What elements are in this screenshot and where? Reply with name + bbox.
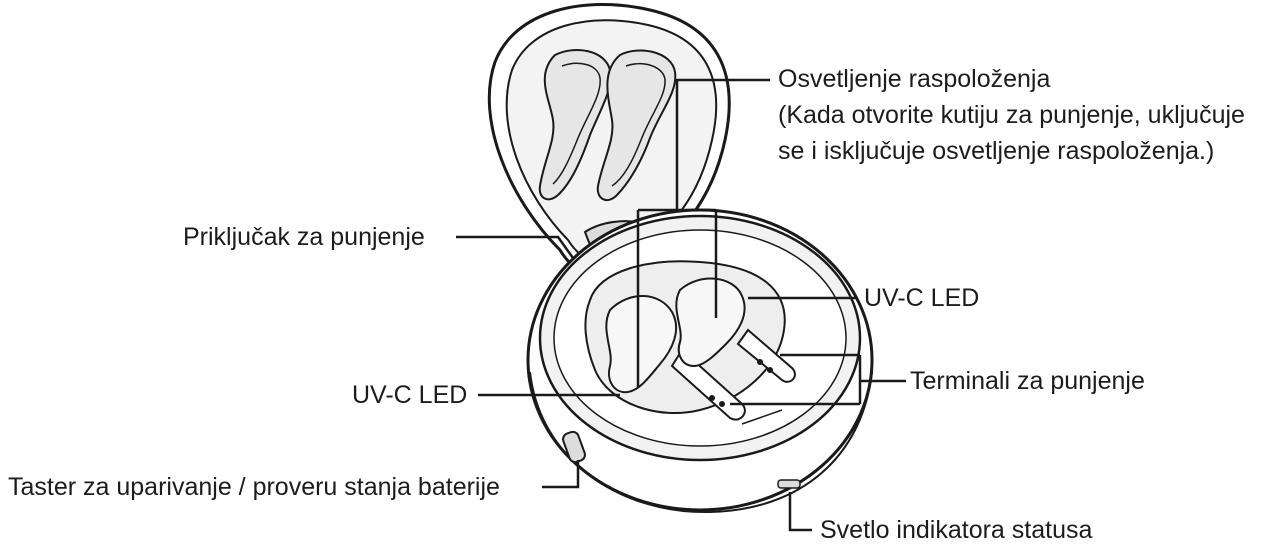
lid-earbud-cavity-right [596,49,677,201]
case-base [526,208,874,514]
lid-cavity-inner-left [552,62,601,185]
terminal-dot-1 [757,359,763,365]
label-status-indicator-light: Svetlo indikatora statusa [820,516,1093,544]
label-pairing-battery-button: Taster za uparivanje / proveru stanja ba… [8,473,500,501]
status-light-shape [777,479,801,489]
leader-charging-port [456,235,575,259]
case-logo-mark [741,409,783,425]
earbud-left [605,295,678,394]
callout-lines [456,78,906,532]
label-uvc-led-right: UV-C LED [864,284,980,312]
leader-mood-light [636,78,770,388]
terminal-dot-2 [767,367,773,373]
label-mood-light-title: Osvetljenje raspoloženja [778,65,1051,93]
base-bottom-edge [529,371,873,514]
label-mood-light-note-1: (Kada otvorite kutiju za punjenje, uklju… [778,101,1245,129]
earbud-right [675,277,746,368]
earbud-right-stem [736,328,796,383]
leader-status-light [788,492,812,532]
leader-terminals [730,353,906,406]
terminal-dot-4 [719,401,725,407]
label-charging-port: Priključak za punjenje [183,223,425,251]
label-uvc-led-left: UV-C LED [352,381,468,409]
leader-pairing [542,460,580,489]
label-charging-terminals: Terminali za punjenje [910,367,1145,395]
lid-cavity-inner-right [611,62,666,187]
label-mood-light-note-2: se i isključuje osvetljenje raspoloženja… [778,137,1215,165]
terminal-dot-3 [709,395,715,401]
